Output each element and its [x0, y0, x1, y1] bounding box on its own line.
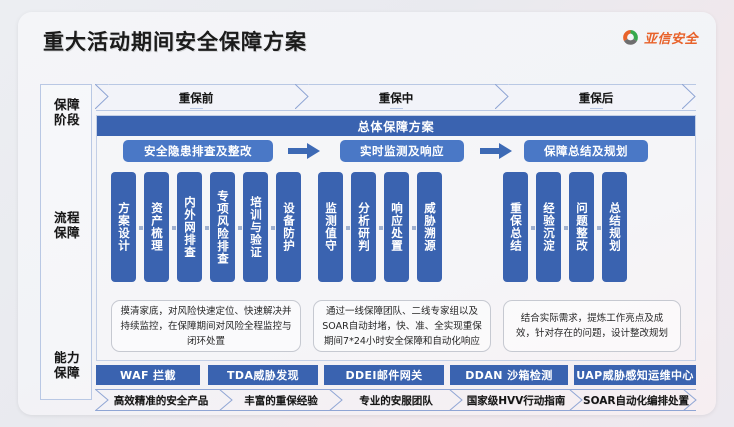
step-connector-dot	[564, 226, 568, 230]
stage-rail: 保障阶段 流程保障 能力保障	[40, 84, 92, 400]
step-connector-dot	[139, 226, 143, 230]
process-group-mid: 监测值守 分析研判 响应处置 威胁溯源	[318, 172, 446, 292]
step-connector-dot	[531, 226, 535, 230]
step-box[interactable]: 设备防护	[276, 172, 301, 282]
process-group-post: 重保总结 经验沉淀 问题整改 总结规划	[503, 172, 635, 292]
overall-plan-panel: 总体保障方案 安全隐患排查及整改 实时监测及响应 保障总结及规划 方案设计	[96, 115, 696, 361]
phase-after[interactable]: 重保后	[496, 84, 696, 111]
process-group-pre: 方案设计 资产梳理 内外网排查 专项风险排查 培训与验证 设备防护	[111, 172, 301, 292]
foundation-soar[interactable]: SOAR自动化编排处置	[576, 389, 696, 411]
step-connector-dot	[379, 226, 383, 230]
step-box[interactable]: 培训与验证	[243, 172, 268, 282]
step-box[interactable]: 响应处置	[384, 172, 409, 282]
slide-header: 重大活动期间安全保障方案 亚信安全	[18, 12, 716, 66]
step-box[interactable]: 总结规划	[602, 172, 627, 282]
step-box[interactable]: 威胁溯源	[417, 172, 442, 282]
chevron-divider-icon	[569, 389, 583, 411]
step-box[interactable]: 监测值守	[318, 172, 343, 282]
circular-logo-icon	[622, 29, 639, 46]
group-description-pre: 摸清家底，对风险快速定位、快速解决并持续监控，在保障期间对风险全程监控与闭环处置	[111, 300, 301, 352]
capability-uap[interactable]: UAP威胁感知运维中心	[574, 365, 696, 385]
chevron-start-icon	[95, 389, 109, 411]
step-connector-dot	[412, 226, 416, 230]
rail-label-process: 流程保障	[53, 210, 80, 240]
step-box[interactable]: 经验沉淀	[536, 172, 561, 282]
foundation-experience[interactable]: 丰富的重保经验	[226, 389, 336, 411]
chevron-divider-icon	[219, 389, 233, 411]
step-box[interactable]: 资产梳理	[144, 172, 169, 282]
step-connector-dot	[346, 226, 350, 230]
phase-chevron-row: 重保前 重保中 重保后	[95, 84, 696, 111]
capability-ddan[interactable]: DDAN 沙箱检测	[450, 365, 568, 385]
phase-label: 重保中	[378, 90, 414, 105]
foundation-team[interactable]: 专业的安服团队	[336, 389, 456, 411]
chevron-divider-icon	[329, 389, 343, 411]
step-box[interactable]: 专项风险排查	[210, 172, 235, 282]
step-connector-dot	[238, 226, 242, 230]
foundation-hvv[interactable]: 国家级HVV行动指南	[456, 389, 576, 411]
phase-before[interactable]: 重保前	[96, 84, 296, 111]
capability-row: WAF 拦截 TDA威胁发现 DDEI邮件网关 DDAN 沙箱检测 UAP威胁感…	[96, 365, 696, 385]
step-box[interactable]: 内外网排查	[177, 172, 202, 282]
pill-summary[interactable]: 保障总结及规划	[524, 140, 648, 162]
pill-inspect[interactable]: 安全隐患排查及整改	[123, 140, 273, 162]
right-arrow-icon	[288, 143, 320, 159]
capability-waf[interactable]: WAF 拦截	[96, 365, 200, 385]
foundation-products[interactable]: 高效精准的安全产品	[96, 389, 226, 411]
brand-logo: 亚信安全	[622, 28, 698, 47]
step-connector-dot	[172, 226, 176, 230]
capability-ddei[interactable]: DDEI邮件网关	[324, 365, 444, 385]
step-box[interactable]: 方案设计	[111, 172, 136, 282]
step-connector-dot	[271, 226, 275, 230]
right-arrow-icon	[480, 143, 512, 159]
step-box[interactable]: 问题整改	[569, 172, 594, 282]
foundation-chevron-row: 高效精准的安全产品 丰富的重保经验 专业的安服团队 国家级HVV行动指南 SOA…	[95, 389, 697, 411]
phase-label: 重保后	[578, 90, 614, 105]
chevron-divider-icon	[449, 389, 463, 411]
step-box[interactable]: 重保总结	[503, 172, 528, 282]
slide-body: 重保前 重保中 重保后 总体保障方案 安全隐患排查及整改	[95, 84, 697, 411]
capability-tda[interactable]: TDA威胁发现	[208, 365, 318, 385]
group-description-mid: 通过一线保障团队、二线专家组以及SOAR自动封堵，快、准、全实现重保期间7*24…	[313, 300, 491, 352]
page-title: 重大活动期间安全保障方案	[43, 30, 307, 54]
step-connector-dot	[597, 226, 601, 230]
panel-title: 总体保障方案	[97, 116, 695, 136]
chevron-end-icon	[683, 389, 697, 411]
phase-during[interactable]: 重保中	[296, 84, 496, 111]
rail-label-capability: 能力保障	[53, 350, 80, 380]
step-box[interactable]: 分析研判	[351, 172, 376, 282]
stage-pill-row: 安全隐患排查及整改 实时监测及响应 保障总结及规划	[97, 140, 695, 164]
pill-monitor[interactable]: 实时监测及响应	[340, 140, 464, 162]
brand-name: 亚信安全	[643, 32, 698, 47]
step-connector-dot	[205, 226, 209, 230]
phase-label: 重保前	[178, 90, 214, 105]
slide-card: 重大活动期间安全保障方案 亚信安全 保障阶段 流程保障 能力保障	[18, 12, 716, 415]
group-description-post: 结合实际需求，提炼工作亮点及成效，针对存在的问题，设计整改规划	[503, 300, 681, 352]
rail-label-stage: 保障阶段	[53, 97, 80, 127]
